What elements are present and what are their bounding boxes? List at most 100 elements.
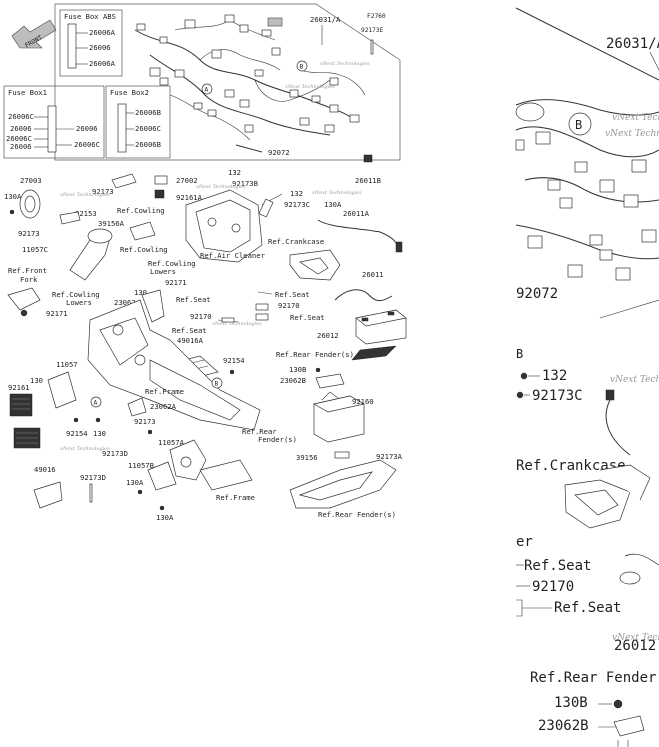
callout-39156: 39156 — [296, 453, 318, 462]
callout-26011a: 26011A — [343, 209, 370, 218]
fuse-2-1: 26006B — [135, 108, 161, 117]
part-battery — [355, 309, 407, 345]
callout-92173c: 92173C — [284, 200, 310, 209]
part-39156 — [334, 451, 350, 459]
callout-92154-1: 92154 — [223, 356, 245, 365]
fuse-box-1-title: Fuse Box1 — [8, 88, 47, 97]
zoom-panel: 26031/A B vNext Technologies vNext Techn… — [515, 7, 659, 747]
callout-23062: 23062 — [114, 298, 136, 307]
zoom-92173c: 92173C — [532, 388, 583, 404]
part-92173e — [370, 39, 374, 55]
zoom-26012: 26012 — [614, 638, 656, 654]
part-92072 — [235, 144, 263, 153]
callout-ref-seat-2: Ref.Seat — [275, 290, 310, 299]
part-fork-stem — [59, 211, 113, 281]
part-horn-27003 — [19, 189, 41, 219]
callout-ref-seat-1: Ref.Seat — [176, 295, 211, 304]
fuse-1-right-1: 26006 — [76, 124, 98, 133]
zoom-marker-b-2: B — [516, 347, 523, 361]
callout-39156a: 39156A — [98, 219, 125, 228]
part-11057 — [47, 371, 77, 409]
callout-ref-cowling-2: Ref.Cowling — [120, 245, 168, 254]
callout-92170-2: 92170 — [278, 301, 300, 310]
fuse-1-left-1: 26006C — [8, 112, 34, 121]
callout-130b: 130B — [289, 365, 306, 374]
part-rectifier-92161 — [9, 393, 33, 417]
zoom-92170: 92170 — [532, 579, 574, 595]
callout-92170-1: 92170 — [190, 312, 212, 321]
part-23062b — [315, 373, 345, 389]
callout-26031a: 26031/A — [310, 15, 341, 24]
callout-ref-cowling-1: Ref.Cowling — [117, 206, 165, 215]
part-cable-26011 — [334, 289, 393, 302]
callout-130-2: 130 — [30, 376, 43, 385]
part-crankcase-sensor — [289, 249, 341, 281]
callout-92173-left: 92173 — [18, 229, 40, 238]
callout-ref-front: Ref.Front — [8, 266, 47, 275]
callout-49016a: 49016A — [177, 336, 204, 345]
part-92170-b — [255, 303, 269, 311]
callout-11057b: 11057B — [128, 461, 154, 470]
callout-ref-rear-fender-3: Ref.Rear Fender(s) — [318, 510, 396, 519]
fuse-abs-3: 26006A — [89, 59, 116, 68]
callout-92173b: 92173B — [232, 179, 258, 188]
zoom-ref-seat-1: Ref.Seat — [524, 558, 591, 574]
callout-92072: 92072 — [268, 148, 290, 157]
harness-panel-outline — [54, 3, 401, 161]
fuse-1-left-3: 26006C — [6, 134, 32, 143]
zoom-130b: 130B — [554, 695, 588, 711]
fuse-box-abs-title: Fuse Box ABS — [64, 12, 116, 21]
callout-130a-1: 130A — [4, 192, 22, 201]
part-23062 — [141, 289, 165, 323]
callout-26011b: 26011B — [355, 176, 381, 185]
part-cowling-stay — [129, 221, 156, 241]
part-battery-mat — [351, 345, 397, 361]
callout-92173d-2: 92173D — [80, 473, 106, 482]
part-49016 — [33, 481, 63, 509]
zoom-23062b: 23062B — [538, 718, 589, 734]
main-wiring-harness — [134, 14, 366, 141]
zoom-er: er — [516, 534, 533, 550]
callout-11057: 11057 — [56, 360, 78, 369]
part-bracket-92173 — [111, 173, 137, 189]
watermark-5: vNext Technologies — [320, 61, 370, 67]
callout-27003: 27003 — [20, 176, 42, 185]
part-27002 — [154, 175, 168, 185]
callout-ref-air-cleaner: Ref.Air Cleaner — [200, 251, 266, 260]
zoom-watermark-1: vNext Technologies — [612, 113, 659, 123]
fuse-box-2-title: Fuse Box2 — [110, 88, 149, 97]
part-11057b — [147, 461, 177, 491]
callout-92173e: 92173E — [361, 27, 384, 34]
marker-b-frame: B — [215, 381, 219, 388]
callout-11057a: 11057A — [158, 438, 185, 447]
marker-b-harness — [296, 60, 308, 72]
callout-11057c: 11057C — [22, 245, 48, 254]
callout-ref-cowling-lowers-1: Ref.Cowling — [148, 259, 196, 268]
callout-92173-a: 92173 — [92, 187, 114, 196]
callout-ref-frame-2: Ref.Frame — [216, 493, 255, 502]
watermark-3: vNext Technologies — [312, 190, 362, 196]
callout-ref-cowling-lowers-2: Lowers — [150, 267, 176, 276]
callout-130a-3: 130A — [126, 478, 144, 487]
callout-92154-2: 92154 — [66, 429, 88, 438]
fuse-box-1: Fuse Box1 26006C 26006 26006C 26006 2600… — [3, 85, 105, 159]
fuse-abs-2: 26006 — [89, 43, 111, 52]
marker-a-label: A — [205, 87, 209, 94]
callout-130a-4: 130A — [156, 513, 174, 522]
zoom-marker-b-1: B — [575, 118, 582, 132]
watermark-2: vNext Technologies — [60, 192, 110, 198]
callout-92161a: 92161A — [176, 193, 203, 202]
callout-ref-rear-2a: Ref.Rear — [242, 427, 277, 436]
callout-ref-fork: Fork — [20, 275, 38, 284]
fuse-2-3: 26006B — [135, 140, 161, 149]
zoom-ref-seat-2: Ref.Seat — [554, 600, 621, 616]
callout-92173a: 92173A — [376, 452, 403, 461]
callout-ref-cowling-lowers-b1: Ref.Cowling — [52, 290, 100, 299]
watermark-1: vNext Technologies — [196, 184, 246, 190]
front-arrow-icon: FRONT — [11, 19, 57, 50]
callout-130-1: 130 — [134, 288, 147, 297]
zoom-watermark-2: vNext Technologies — [605, 129, 659, 139]
callout-ref-seat-4: Ref.Seat — [290, 313, 325, 322]
part-frame-rear — [199, 459, 253, 491]
part-battery-case — [313, 391, 365, 443]
